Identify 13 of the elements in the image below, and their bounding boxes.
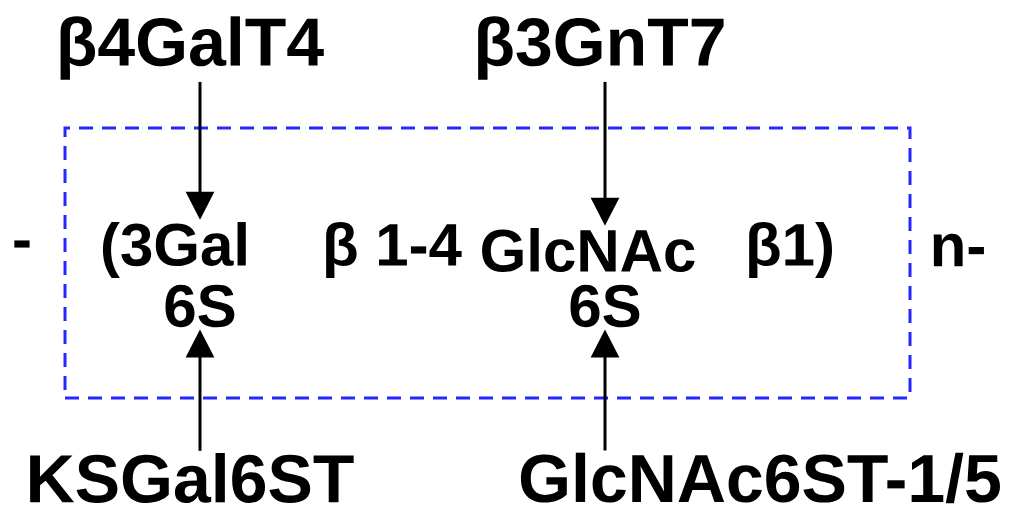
enzyme-label: β3GnT7	[478, 16, 724, 80]
residue-label: (3Gal	[102, 222, 246, 278]
sequence-text: -	[14, 240, 30, 248]
sequence-text: β1)	[749, 222, 832, 278]
dashed-box	[63, 126, 912, 400]
sulfate-label: 6S	[165, 284, 235, 328]
enzyme-label: GlcNAc6ST-1/5	[520, 452, 1000, 504]
sequence-text: β 1-4	[326, 222, 462, 278]
enzyme-label: KSGal6ST	[30, 453, 354, 503]
residue-label: GlcNAc	[482, 227, 695, 272]
sequence-text: n-	[933, 233, 984, 267]
enzyme-label: β4GalT4	[60, 16, 324, 80]
sulfate-label: 6S	[570, 284, 640, 328]
